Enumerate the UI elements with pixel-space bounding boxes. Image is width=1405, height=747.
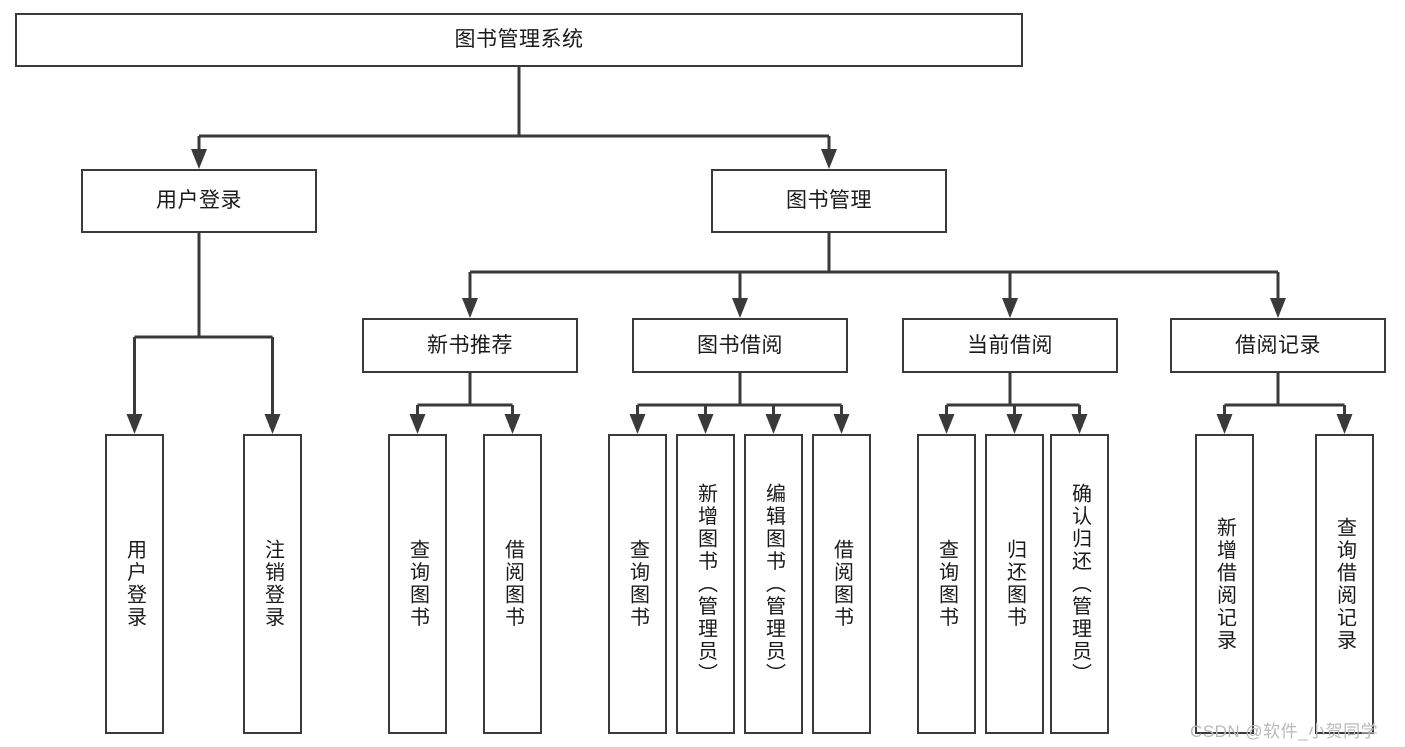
node-leaf_br_query[interactable]: 查询借阅记录 [1315,434,1374,734]
node-label: 图书借阅 [697,333,783,357]
node-leaf_bb_query[interactable]: 查询图书 [608,434,667,734]
node-label: 查询图书 [406,539,429,629]
node-leaf_br_add[interactable]: 新增借阅记录 [1195,434,1254,734]
node-label: 注销登录 [261,539,284,629]
arrow-head-icon [264,414,281,434]
node-leaf_rec_borrow[interactable]: 借阅图书 [483,434,542,734]
node-book_borrow[interactable]: 图书借阅 [632,318,848,373]
node-borrow_record[interactable]: 借阅记录 [1170,318,1386,373]
node-label: 借阅图书 [830,539,853,629]
arrow-head-icon [833,414,850,434]
arrow-head-icon [1002,298,1018,318]
node-label: 新增借阅记录 [1213,516,1236,652]
arrow-head-icon [732,298,748,318]
arrow-head-icon [821,149,837,169]
node-root[interactable]: 图书管理系统 [15,13,1023,67]
arrow-head-icon [191,149,207,169]
node-leaf_user_login[interactable]: 用户登录 [105,434,164,734]
node-label: 借阅记录 [1235,333,1321,357]
node-book_manage[interactable]: 图书管理 [711,169,947,233]
node-leaf_bb_borrow[interactable]: 借阅图书 [812,434,871,734]
node-current_borrow[interactable]: 当前借阅 [902,318,1118,373]
node-label: 用户登录 [123,539,146,629]
arrow-head-icon [938,414,955,434]
node-label: 新增图书（管理员） [694,482,717,686]
arrow-head-icon [765,414,782,434]
arrow-head-icon [697,414,714,434]
node-label: 确认归还（管理员） [1068,482,1091,686]
arrow-head-icon [1270,298,1286,318]
node-label: 归还图书 [1003,539,1026,629]
arrow-head-icon [1071,414,1088,434]
node-label: 图书管理系统 [454,28,584,52]
arrow-head-icon [1216,414,1233,434]
arrow-head-icon [629,414,646,434]
node-label: 用户登录 [156,189,242,213]
node-leaf_bb_edit[interactable]: 编辑图书（管理员） [744,434,803,734]
node-leaf_cb_confirm[interactable]: 确认归还（管理员） [1050,434,1109,734]
node-user_login[interactable]: 用户登录 [81,169,317,233]
node-leaf_cb_query[interactable]: 查询图书 [917,434,976,734]
node-leaf_rec_query[interactable]: 查询图书 [388,434,447,734]
node-leaf_cb_return[interactable]: 归还图书 [985,434,1044,734]
node-leaf_logout[interactable]: 注销登录 [243,434,302,734]
arrow-head-icon [504,414,521,434]
node-label: 新书推荐 [427,333,513,357]
arrow-head-icon [462,298,478,318]
arrow-head-icon [126,414,143,434]
node-label: 当前借阅 [967,333,1053,357]
node-label: 查询借阅记录 [1333,516,1356,652]
node-label: 查询图书 [626,539,649,629]
arrow-head-icon [1336,414,1353,434]
arrow-head-icon [1006,414,1023,434]
node-new_book_rec[interactable]: 新书推荐 [362,318,578,373]
arrow-head-icon [409,414,426,434]
node-label: 借阅图书 [501,539,524,629]
node-label: 图书管理 [786,189,872,213]
node-leaf_bb_add[interactable]: 新增图书（管理员） [676,434,735,734]
node-label: 查询图书 [935,539,958,629]
node-label: 编辑图书（管理员） [762,482,785,686]
